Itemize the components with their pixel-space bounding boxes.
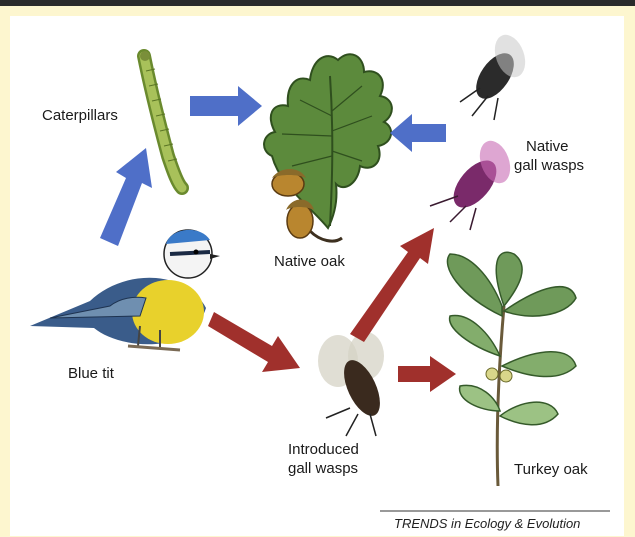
arrow-blue-tit-to-introduced-gall-wasps xyxy=(208,312,300,372)
native-gall-wasp-icon xyxy=(460,31,531,120)
arrow-introduced-gall-wasps-to-turkey-oak xyxy=(398,356,456,392)
native-oak-label: Native oak xyxy=(274,252,345,271)
introduced-gall-wasps-label-line2: gall wasps xyxy=(288,459,358,478)
native-gall-wasps-label-line1: Native xyxy=(526,137,569,156)
arrow-caterpillars-to-native-oak xyxy=(190,86,262,126)
arrow-introduced-gall-wasps-to-native-gall-wasps xyxy=(350,228,434,342)
caterpillars-label: Caterpillars xyxy=(42,106,118,125)
figure-panel: Caterpillars Native oak Native gall wasp… xyxy=(10,16,624,536)
arrow-native-gall-wasps-to-native-oak xyxy=(390,114,446,152)
native-gall-wasps-label-line2: gall wasps xyxy=(514,156,584,175)
blue-tit-icon xyxy=(30,230,220,350)
native-gall-wasp-icon xyxy=(430,137,516,230)
native-oak-icon xyxy=(264,54,392,241)
turkey-oak-label: Turkey oak xyxy=(514,460,588,479)
blue-tit-label: Blue tit xyxy=(68,364,114,383)
arrow-blue-tit-to-caterpillars xyxy=(100,148,152,246)
introduced-gall-wasps-label-line1: Introduced xyxy=(288,440,359,459)
turkey-oak-icon xyxy=(447,252,576,486)
source-credit: TRENDS in Ecology & Evolution xyxy=(394,516,580,531)
introduced-gall-wasp-icon xyxy=(318,332,387,436)
